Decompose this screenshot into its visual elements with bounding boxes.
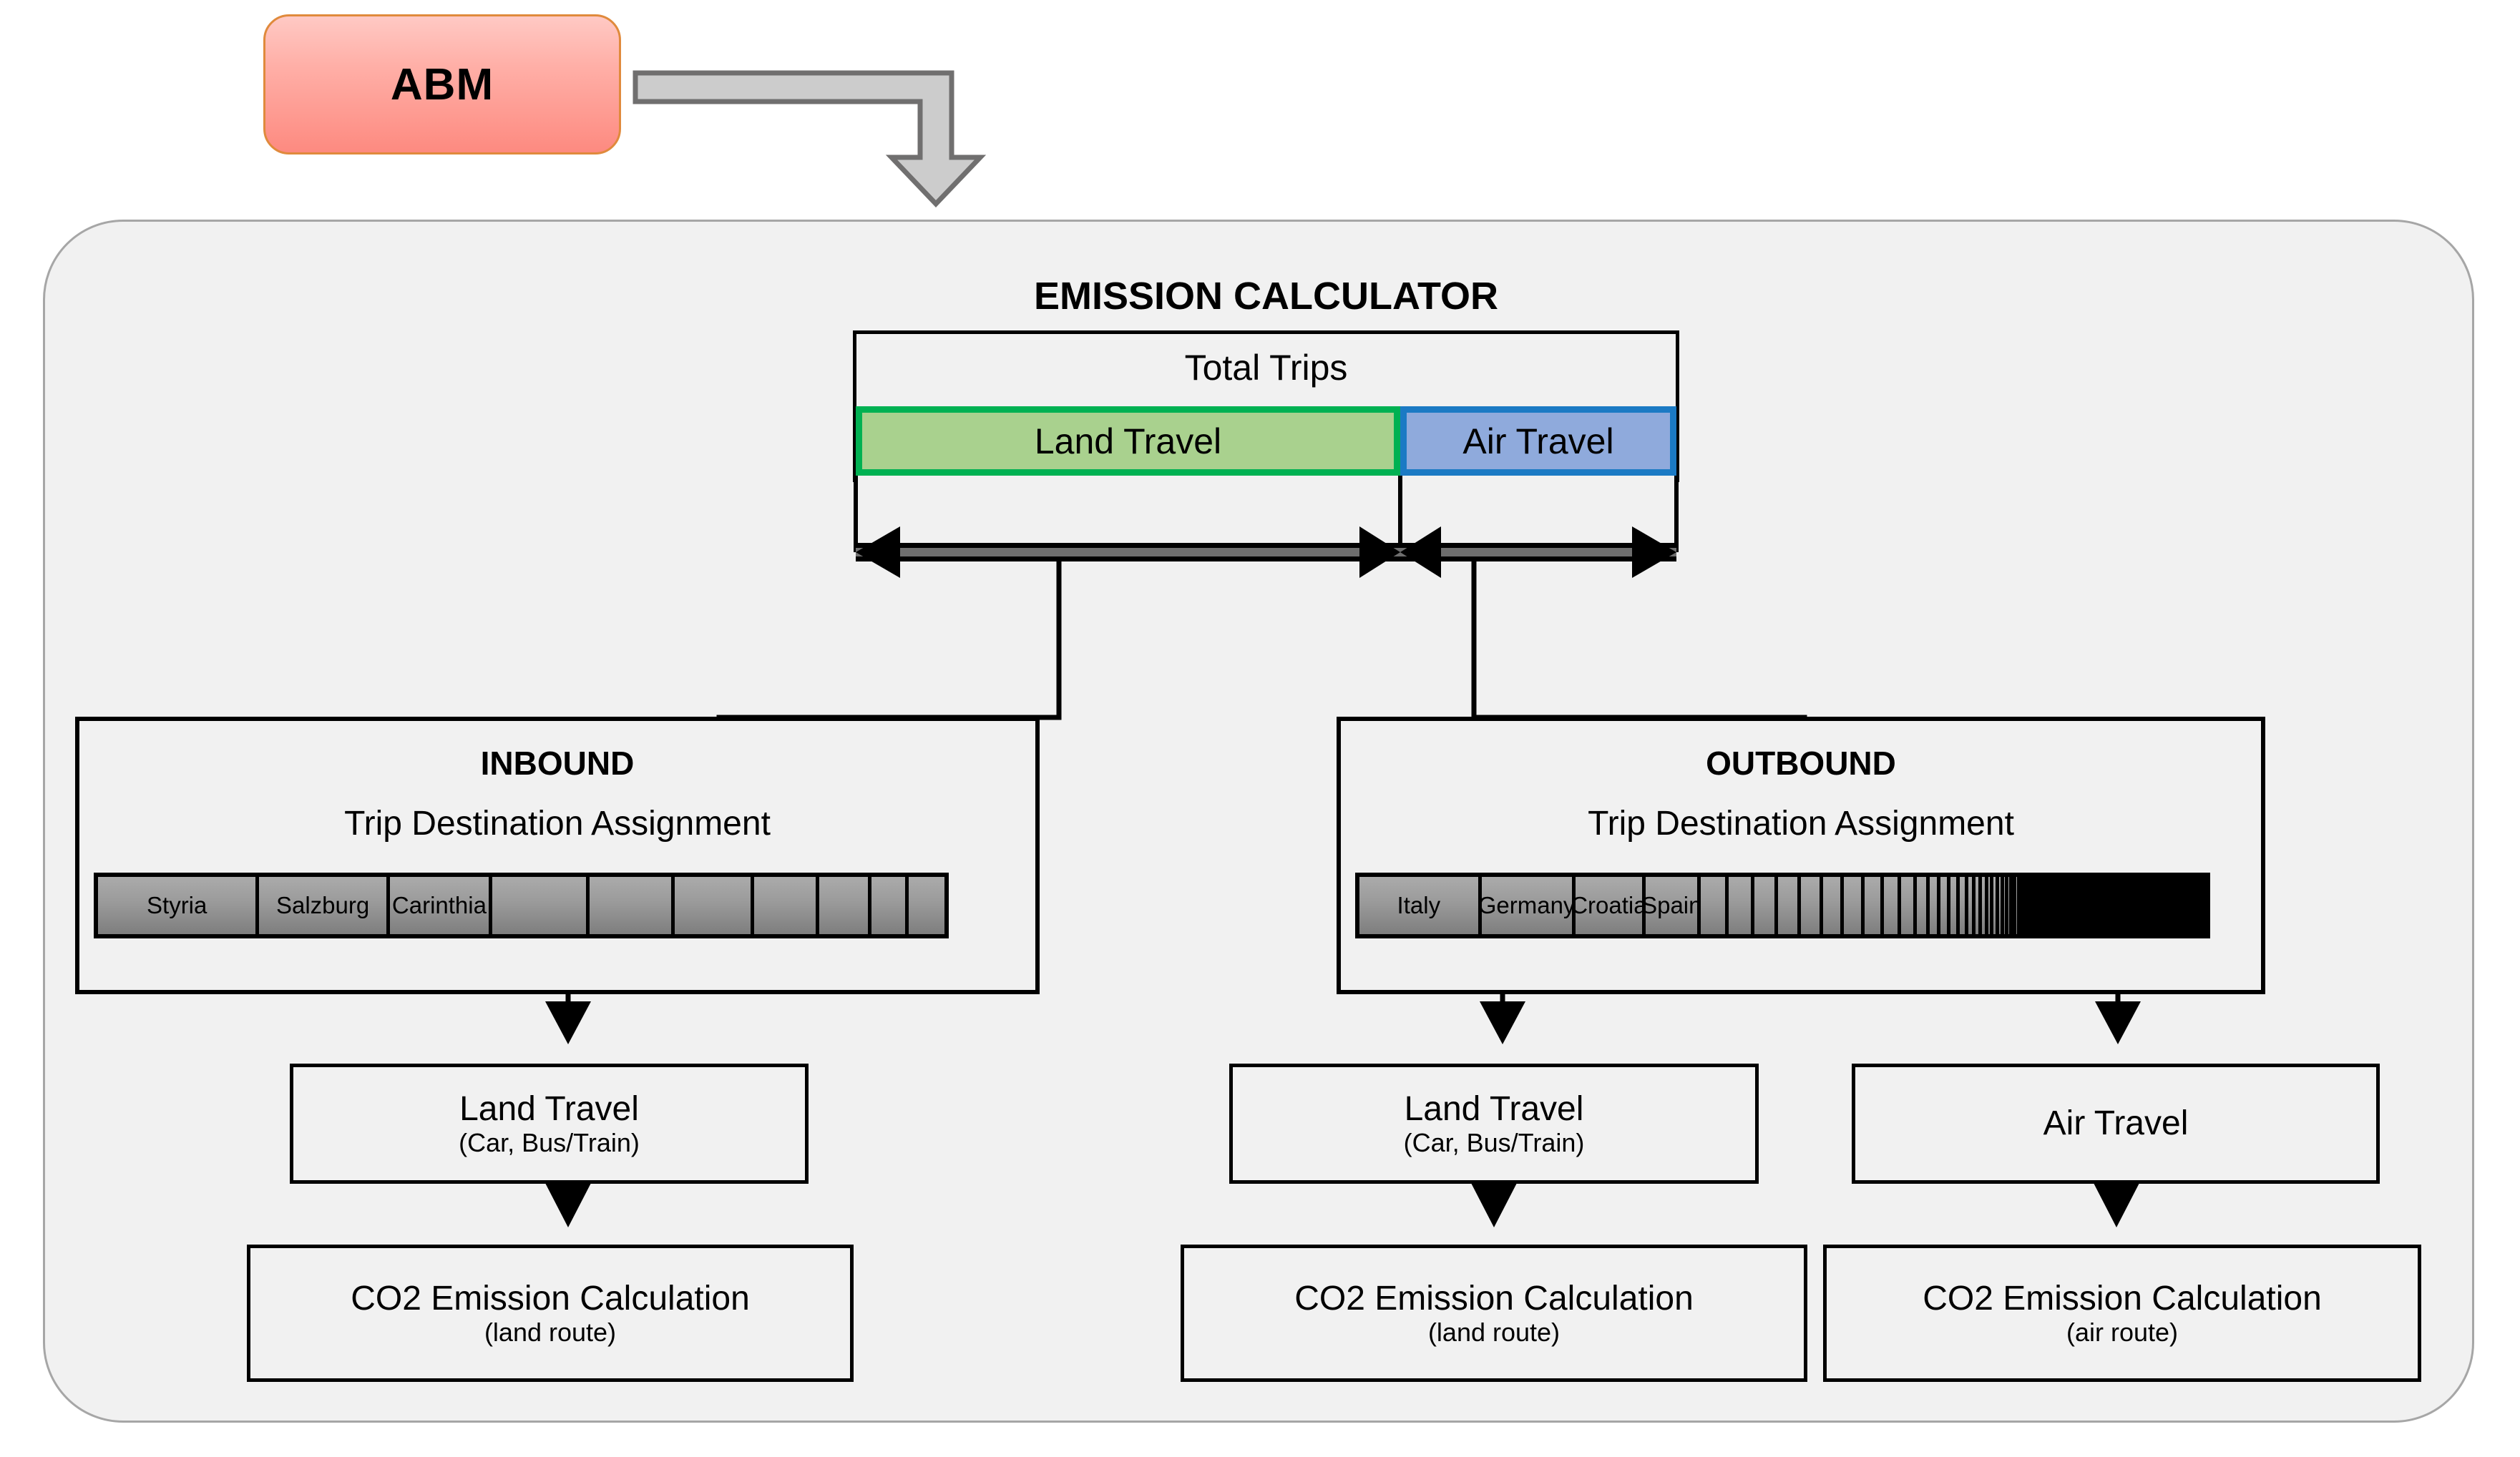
outbound-land-travel-subtitle: (Car, Bus/Train)	[1403, 1127, 1585, 1157]
outbound-co2-air-box: CO2 Emission Calculation (air route)	[1823, 1245, 2421, 1382]
destination-segment	[2049, 877, 2053, 934]
abm-box: ABM	[263, 14, 621, 154]
destination-segment: Germany	[1478, 877, 1576, 934]
destination-segment: Carinthia	[389, 877, 493, 934]
destination-segment	[2008, 877, 2013, 934]
outbound-land-travel-title: Land Travel	[1404, 1089, 1584, 1128]
total-trips-frame	[853, 330, 1679, 482]
total-trips-label: Total Trips	[1184, 348, 1348, 388]
destination-segment	[1960, 877, 1968, 934]
destination-segment-label: Germany	[1478, 892, 1576, 918]
destination-segment: Italy	[1359, 877, 1482, 934]
abm-label: ABM	[390, 59, 494, 109]
destination-segment	[1864, 877, 1884, 934]
destination-segment-label: Salzburg	[275, 892, 370, 918]
abm-to-calculator-arrow	[633, 70, 987, 207]
outbound-co2-land-title: CO2 Emission Calculation	[1294, 1279, 1694, 1318]
inbound-co2-title: CO2 Emission Calculation	[351, 1279, 750, 1318]
destination-segment	[1844, 877, 1865, 934]
destination-segment	[1883, 877, 1901, 934]
destination-segment	[2020, 877, 2024, 934]
inbound-land-travel-title: Land Travel	[459, 1089, 639, 1128]
destination-segment-tail	[2056, 877, 2206, 934]
destination-segment: Spain	[1641, 877, 1702, 934]
destination-segment	[2016, 877, 2021, 934]
outbound-air-travel-box: Air Travel	[1852, 1064, 2380, 1184]
inbound-title: INBOUND	[480, 745, 635, 782]
destination-segment	[1993, 877, 2000, 934]
destination-segment-label: Italy	[1397, 892, 1441, 918]
land-travel-bar-label: Land Travel	[1034, 421, 1222, 461]
destination-segment	[1950, 877, 1960, 934]
destination-segment-label: Spain	[1641, 892, 1702, 918]
destination-segment	[1968, 877, 1976, 934]
destination-segment-label: Styria	[147, 892, 207, 918]
outbound-land-travel-box: Land Travel (Car, Bus/Train)	[1229, 1064, 1759, 1184]
destination-segment	[2013, 877, 2017, 934]
destination-segment	[675, 877, 755, 934]
destination-segment	[2042, 877, 2046, 934]
outbound-co2-air-title: CO2 Emission Calculation	[1923, 1279, 2322, 1318]
outbound-co2-land-box: CO2 Emission Calculation (land route)	[1181, 1245, 1807, 1382]
destination-segment	[1778, 877, 1802, 934]
inbound-subtitle: Trip Destination Assignment	[344, 805, 771, 843]
outbound-co2-land-subtitle: (land route)	[1427, 1317, 1561, 1347]
destination-segment	[1801, 877, 1823, 934]
destination-segment	[2023, 877, 2028, 934]
destination-segment	[492, 877, 590, 934]
destination-segment	[2053, 877, 2057, 934]
inbound-land-travel-subtitle: (Car, Bus/Train)	[459, 1127, 640, 1157]
outbound-co2-air-subtitle: (air route)	[2066, 1317, 2179, 1347]
destination-segment	[754, 877, 820, 934]
destination-segment	[1999, 877, 2004, 934]
destination-segment: Styria	[98, 877, 260, 934]
destination-segment	[589, 877, 675, 934]
inbound-section: INBOUND Trip Destination Assignment Styr…	[75, 717, 1040, 994]
inbound-co2-subtitle: (land route)	[484, 1317, 617, 1347]
destination-segment	[2038, 877, 2043, 934]
destination-segment	[1900, 877, 1917, 934]
inbound-co2-box: CO2 Emission Calculation (land route)	[247, 1245, 854, 1382]
inbound-land-travel-box: Land Travel (Car, Bus/Train)	[290, 1064, 809, 1184]
destination-segment	[2031, 877, 2036, 934]
destination-segment	[819, 877, 872, 934]
destination-segment	[1929, 877, 1941, 934]
outbound-title: OUTBOUND	[1706, 745, 1896, 782]
destination-segment	[1728, 877, 1754, 934]
page-title: EMISSION CALCULATOR	[1033, 275, 1498, 318]
destination-segment	[1975, 877, 1982, 934]
destination-segment	[909, 877, 944, 934]
destination-segment-label: Carinthia	[391, 892, 487, 918]
destination-segment	[1701, 877, 1729, 934]
destination-segment	[2003, 877, 2008, 934]
air-travel-bar: Air Travel	[1400, 406, 1676, 476]
destination-segment	[2027, 877, 2031, 934]
air-travel-bar-label: Air Travel	[1462, 421, 1614, 461]
destination-segment	[1822, 877, 1845, 934]
destination-segment	[1916, 877, 1930, 934]
outbound-section: OUTBOUND Trip Destination Assignment Ita…	[1337, 717, 2265, 994]
outbound-air-travel-title: Air Travel	[2043, 1104, 2189, 1143]
destination-segment	[1981, 877, 1988, 934]
destination-segment	[1754, 877, 1779, 934]
land-travel-bar: Land Travel	[856, 406, 1400, 476]
inbound-destination-bar: Styria Salzburg Carinthia	[94, 873, 949, 938]
destination-segment	[1940, 877, 1951, 934]
destination-segment-label: Croatia	[1571, 892, 1647, 918]
destination-segment	[871, 877, 909, 934]
destination-segment: Salzburg	[259, 877, 390, 934]
destination-segment	[2035, 877, 2039, 934]
outbound-subtitle: Trip Destination Assignment	[1588, 805, 2014, 843]
destination-segment	[2046, 877, 2050, 934]
destination-segment	[1988, 877, 1994, 934]
destination-segment: Croatia	[1571, 877, 1647, 934]
